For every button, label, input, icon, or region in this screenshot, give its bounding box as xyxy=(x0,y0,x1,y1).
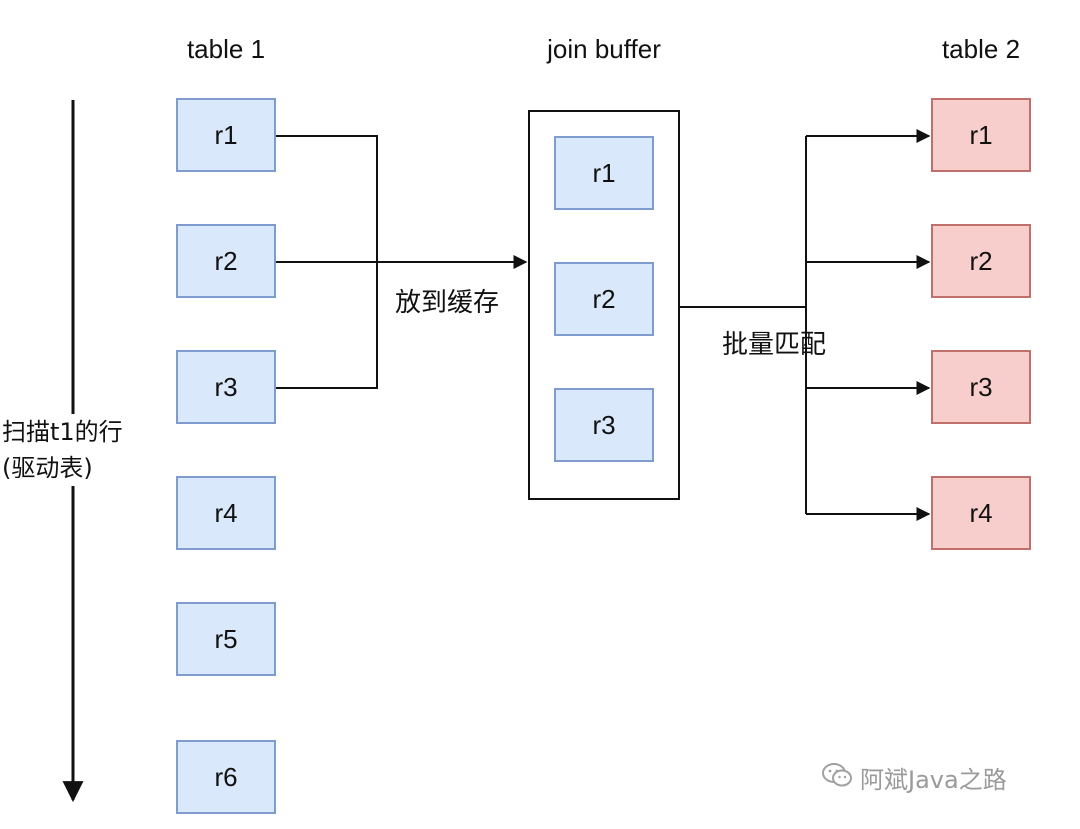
table1-row-r3: r3 xyxy=(176,350,276,424)
scan-label-line2: (驱动表) xyxy=(2,450,93,486)
table1-row-r1: r1 xyxy=(176,98,276,172)
buffer-row-r3: r3 xyxy=(554,388,654,462)
wechat-icon xyxy=(822,762,852,794)
table2-row-r4: r4 xyxy=(931,476,1031,550)
table2-row-r2: r2 xyxy=(931,224,1031,298)
table1-row-r5: r5 xyxy=(176,602,276,676)
put-to-cache-label: 放到缓存 xyxy=(395,288,500,318)
table2-title: table 2 xyxy=(941,34,1021,64)
join-buffer-title: join buffer xyxy=(547,34,661,64)
scan-driving-table-label: 扫描t1的行 (驱动表) xyxy=(2,414,152,486)
join-buffer-frame xyxy=(528,110,680,500)
table1-title: table 1 xyxy=(186,34,266,64)
table1-row-r4: r4 xyxy=(176,476,276,550)
buffer-row-r2: r2 xyxy=(554,262,654,336)
watermark: 阿斌Java之路 xyxy=(822,760,1007,795)
buffer-row-r1: r1 xyxy=(554,136,654,210)
table2-row-r1: r1 xyxy=(931,98,1031,172)
table1-row-r2: r2 xyxy=(176,224,276,298)
batch-match-label: 批量匹配 xyxy=(722,330,827,360)
watermark-text: 阿斌Java之路 xyxy=(860,766,1007,794)
scan-label-line1: 扫描t1的行 xyxy=(2,414,123,450)
table2-row-r3: r3 xyxy=(931,350,1031,424)
table1-row-r6: r6 xyxy=(176,740,276,814)
